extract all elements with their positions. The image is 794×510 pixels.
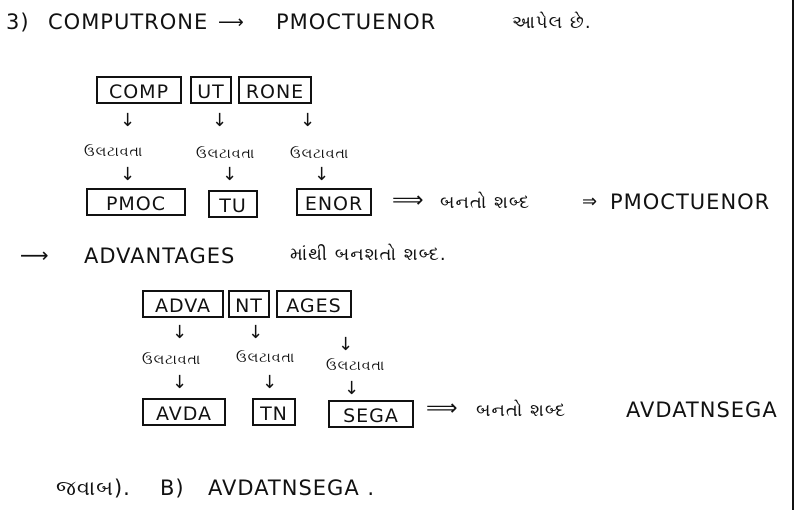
reversed-box-2: TN [252,398,296,426]
line2-word: ADVANTAGES [84,244,236,268]
answer-option: B) [160,476,185,500]
down-arrow-icon: ↓ [212,110,228,131]
segment-box-1: COMP [96,76,182,104]
down-arrow-icon: ↓ [120,110,136,131]
implies-arrow-icon: ⟹ [392,188,424,213]
down-arrow-icon: ↓ [262,372,278,393]
reverse-label-1: ઉલટાવતા [84,144,144,160]
down-arrow-icon: ↓ [338,334,354,355]
answer-word: AVDATNSEGA . [208,476,376,500]
reverse-label-2: ઉલટાવતા [196,146,256,162]
down-arrow-icon: ↓ [248,322,264,343]
segment-box-1: ADVA [142,290,224,318]
segment-box-2: UT [190,76,232,104]
down-arrow-icon: ↓ [120,164,136,185]
segment-box-2: NT [228,290,270,318]
page-edge-line [792,0,794,510]
down-arrow-icon: ↓ [172,372,188,393]
down-arrow-icon: ↓ [314,164,330,185]
implies-arrow-icon: ⟹ [426,396,458,421]
reversed-box-1: PMOC [86,188,186,216]
segment-box-3: RONE [238,76,312,104]
result-text-2: બનતો શબ્દ [476,400,567,421]
result-word-2: AVDATNSEGA [626,398,778,422]
source-word: COMPUTRONE [48,10,209,34]
answer-label: જવાબ). [56,476,131,500]
reversed-box-1: AVDA [142,398,226,426]
result-text-1: બનતો શબ્દ [440,192,531,213]
segment-box-3: AGES [276,290,352,318]
implies-arrow-icon: ⇒ [582,191,598,212]
reverse-label-1: ઉલટાવતા [142,352,202,368]
coded-word: PMOCTUENOR [276,10,437,34]
down-arrow-icon: ↓ [300,110,316,131]
reverse-label-3: ઉલટાવતા [290,146,350,162]
down-arrow-icon: ↓ [222,164,238,185]
reversed-box-2: TU [208,190,258,218]
reversed-box-3: SEGA [328,400,414,428]
given-text: આપેલ છે. [512,12,592,33]
down-arrow-icon: ↓ [172,322,188,343]
reverse-label-3: ઉલટાવતા [326,358,386,374]
right-arrow-icon: ⟶ [218,12,244,33]
down-arrow-icon: ↓ [344,378,360,399]
question-number: 3) [6,10,30,34]
right-arrow-icon: ⟶ [20,243,49,267]
line2-text: માંથી બનશતો શબ્દ. [290,244,447,265]
reversed-box-3: ENOR [296,188,372,216]
reverse-label-2: ઉલટાવતા [236,350,296,366]
result-word-1: PMOCTUENOR [610,190,771,214]
